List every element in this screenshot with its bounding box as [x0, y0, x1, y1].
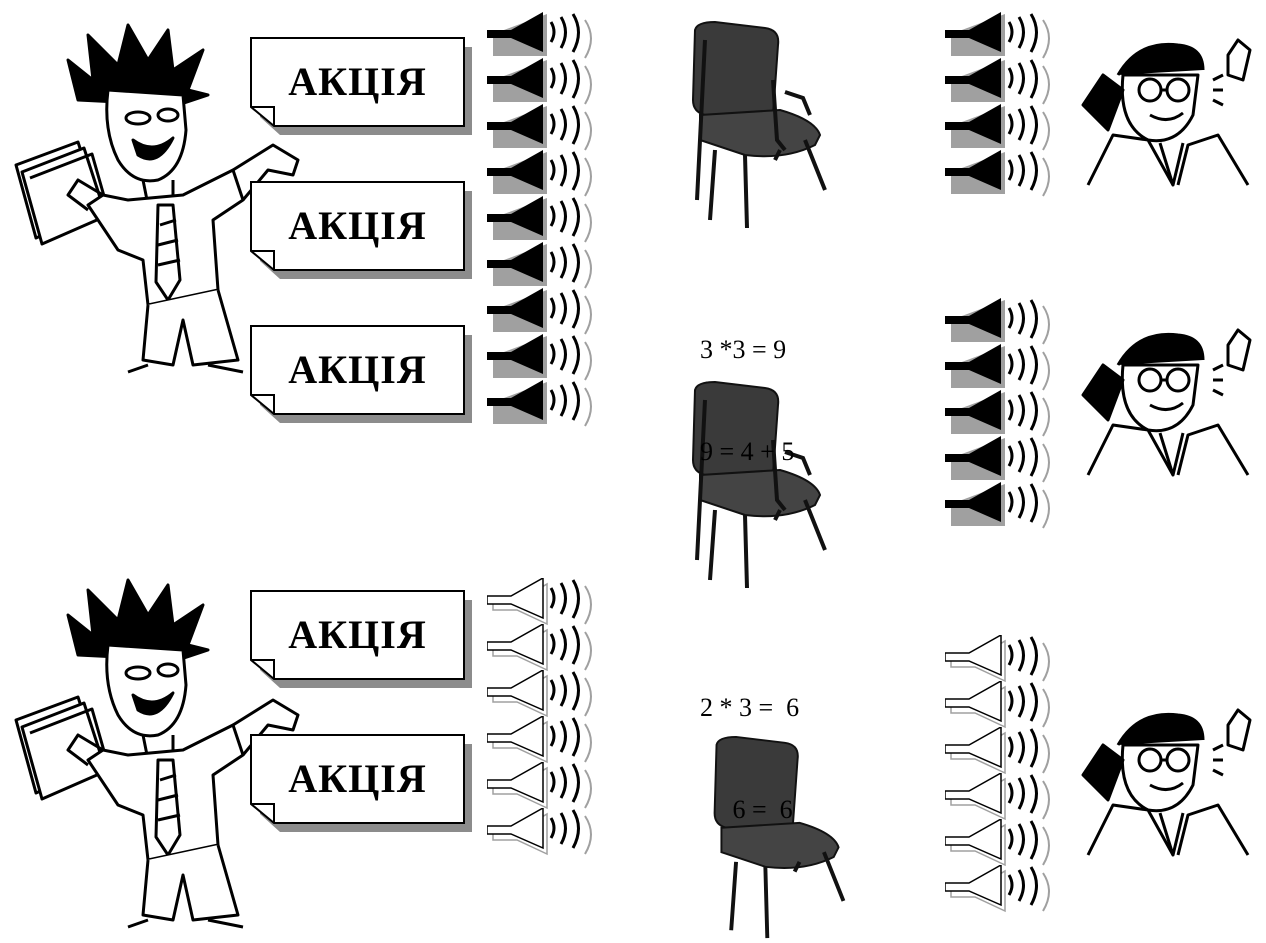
- loudspeaker-icon: [945, 58, 1060, 108]
- loudspeaker-icon: [945, 681, 1060, 731]
- loudspeaker-icon: [487, 624, 602, 674]
- paper-note: АКЦІЯ: [250, 181, 470, 276]
- equation-block: 3 *3 = 9 9 = 4 + 5: [700, 265, 794, 503]
- equation-line: 9 = 4 + 5: [700, 435, 794, 469]
- loudspeaker-icon: [487, 196, 602, 246]
- loudspeaker-icon: [487, 380, 602, 430]
- note-label: АКЦІЯ: [250, 590, 465, 678]
- paper-note: АКЦІЯ: [250, 37, 470, 132]
- equation-line: 3 *3 = 9: [700, 333, 794, 367]
- phone-man-illustration: [1078, 35, 1263, 190]
- loudspeaker-icon: [945, 773, 1060, 823]
- loudspeaker-icon: [487, 288, 602, 338]
- loudspeaker-icon: [487, 670, 602, 720]
- loudspeaker-icon: [487, 12, 602, 62]
- loudspeaker-icon: [945, 298, 1060, 348]
- loudspeaker-icon: [487, 58, 602, 108]
- loudspeaker-icon: [945, 390, 1060, 440]
- note-label: АКЦІЯ: [250, 325, 465, 413]
- note-label: АКЦІЯ: [250, 181, 465, 269]
- loudspeaker-icon: [487, 762, 602, 812]
- loudspeaker-icon: [945, 865, 1060, 915]
- loudspeaker-icon: [487, 578, 602, 628]
- paper-note: АКЦІЯ: [250, 325, 470, 420]
- loudspeaker-icon: [487, 150, 602, 200]
- loudspeaker-icon: [487, 334, 602, 384]
- phone-man-illustration: [1078, 325, 1263, 480]
- paper-note: АКЦІЯ: [250, 590, 470, 685]
- note-label: АКЦІЯ: [250, 37, 465, 125]
- loudspeaker-icon: [487, 808, 602, 858]
- loudspeaker-icon: [945, 482, 1060, 532]
- equation-block: 2 * 3 = 6 6 = 6: [700, 623, 799, 861]
- note-label: АКЦІЯ: [250, 734, 465, 822]
- loudspeaker-icon: [487, 242, 602, 292]
- loudspeaker-icon: [487, 104, 602, 154]
- office-chair-image: [685, 20, 835, 230]
- loudspeaker-icon: [945, 727, 1060, 777]
- loudspeaker-icon: [945, 104, 1060, 154]
- loudspeaker-icon: [945, 344, 1060, 394]
- loudspeaker-icon: [945, 150, 1060, 200]
- loudspeaker-icon: [945, 635, 1060, 685]
- loudspeaker-icon: [945, 12, 1060, 62]
- loudspeaker-icon: [487, 716, 602, 766]
- equation-line: 2 * 3 = 6: [700, 691, 799, 725]
- paper-note: АКЦІЯ: [250, 734, 470, 829]
- loudspeaker-icon: [945, 819, 1060, 869]
- equation-line: 6 = 6: [700, 793, 799, 827]
- loudspeaker-icon: [945, 436, 1060, 486]
- phone-man-illustration: [1078, 705, 1263, 860]
